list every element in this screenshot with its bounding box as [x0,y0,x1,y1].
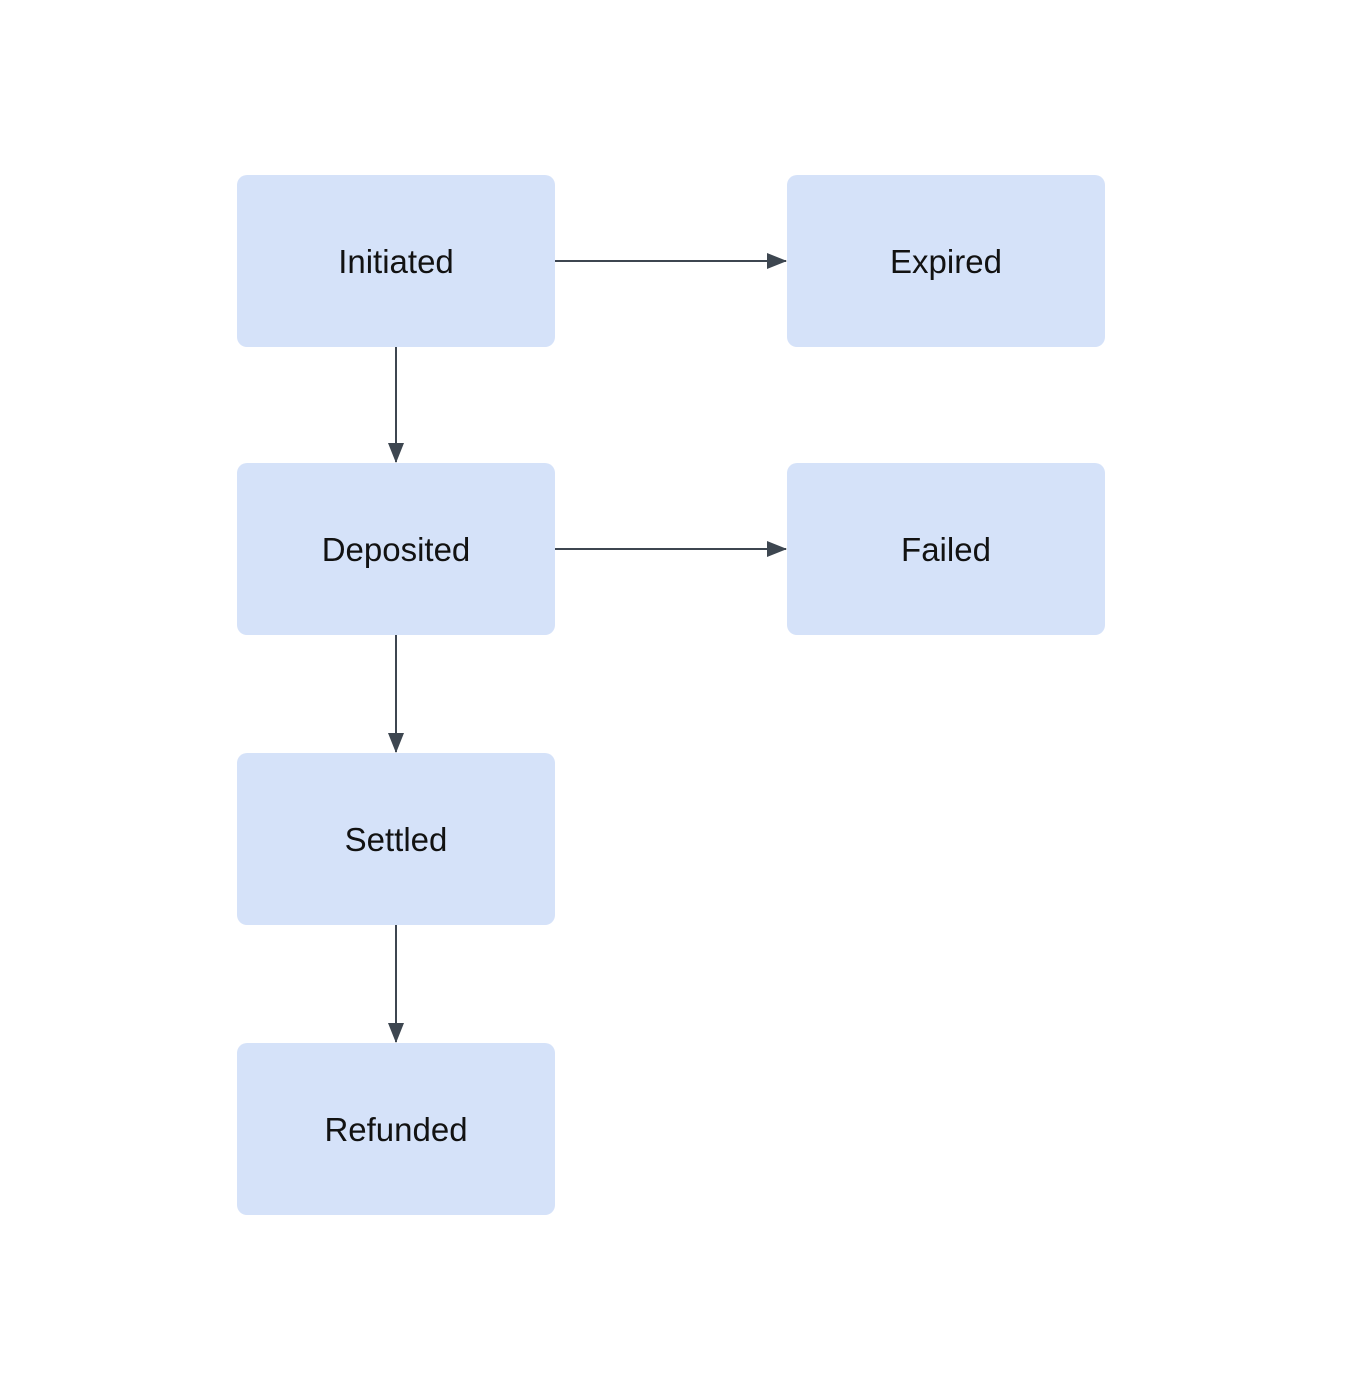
node-settled: Settled [237,753,555,925]
node-deposited-label: Deposited [321,530,471,568]
node-initiated: Initiated [237,175,555,347]
node-failed: Failed [787,463,1105,635]
node-refunded: Refunded [237,1043,555,1215]
node-initiated-label: Initiated [338,242,454,280]
node-deposited: Deposited [237,463,555,635]
node-refunded-label: Refunded [324,1110,468,1148]
node-failed-label: Failed [901,530,991,568]
node-expired-label: Expired [890,242,1002,280]
node-expired: Expired [787,175,1105,347]
node-settled-label: Settled [344,820,448,858]
